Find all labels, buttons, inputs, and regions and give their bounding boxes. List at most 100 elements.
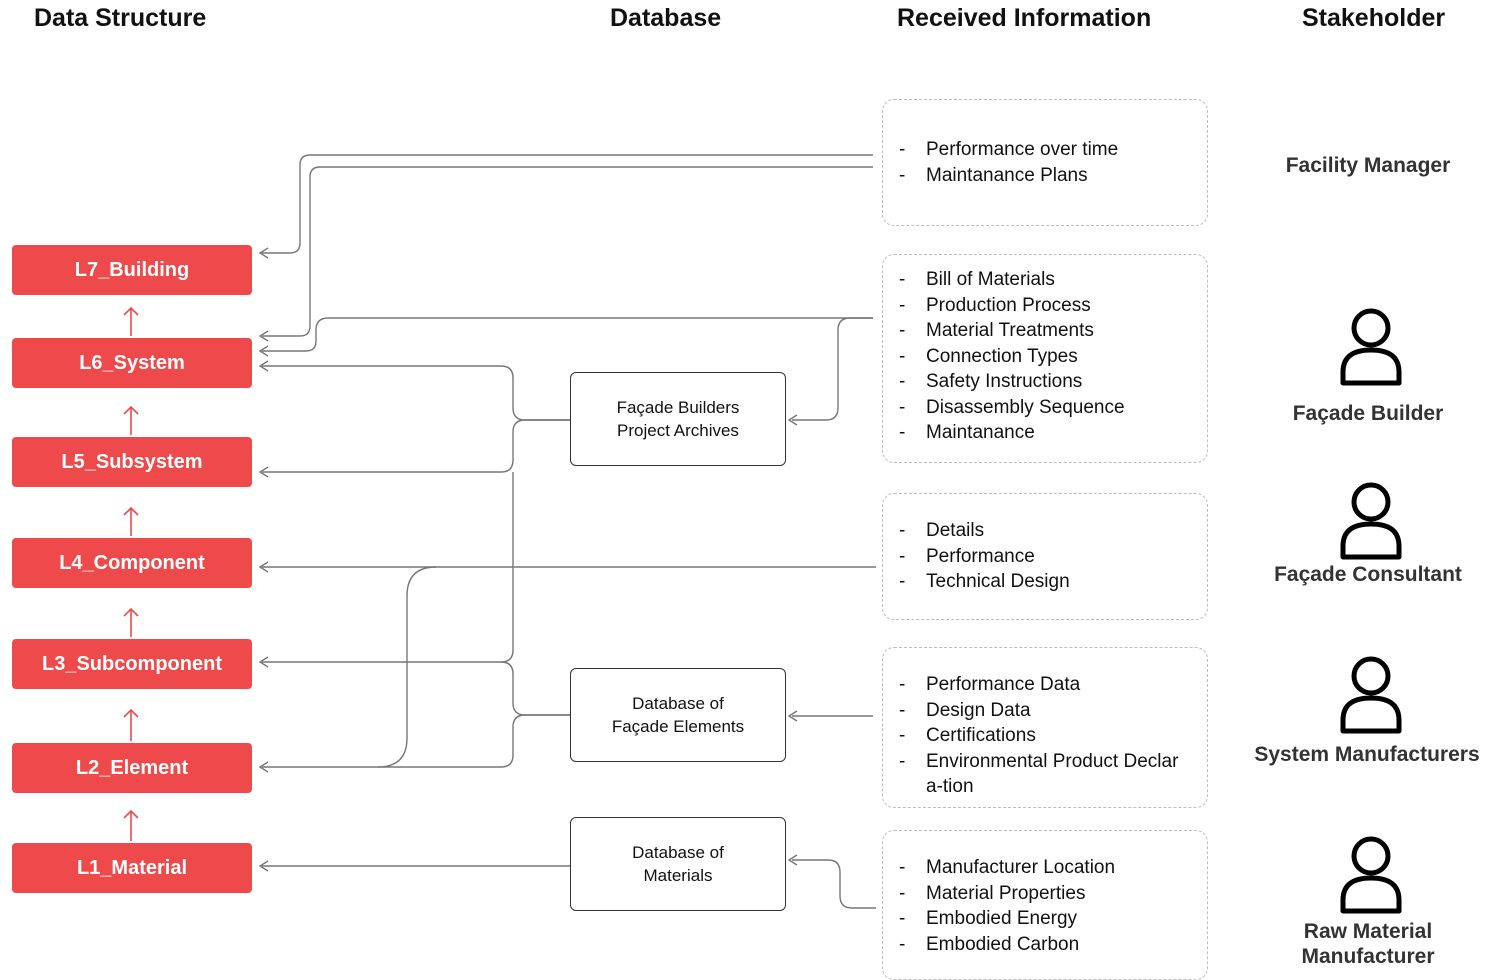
level-l5-subsystem: L5_Subsystem — [12, 437, 252, 487]
info-box-system-manufacturers: Performance Data Design Data Certificati… — [882, 647, 1208, 808]
database-label-line: Database of — [632, 694, 724, 713]
info-list: Details Performance Technical Design — [899, 518, 1203, 595]
person-outline-icon — [1340, 836, 1402, 914]
info-item: Maintanance Plans — [899, 163, 1203, 189]
level-l4-component: L4_Component — [12, 538, 252, 588]
stakeholder-facility-manager: Facility Manager — [1285, 154, 1451, 177]
arrow-head-icon — [258, 247, 269, 259]
database-label-line: Façade Builders — [616, 398, 740, 417]
stakeholder-facade-builder: Façade Builder — [1292, 402, 1444, 425]
arrow-head-icon — [258, 345, 269, 357]
arrow-head-icon — [258, 360, 269, 372]
stakeholder-raw-material-manufacturer: Raw Material Manufacturer — [1268, 919, 1468, 969]
arrow-head-icon — [787, 710, 798, 722]
arrow-head-icon — [258, 330, 269, 342]
info-list: Performance Data Design Data Certificati… — [899, 672, 1203, 800]
header-stakeholder: Stakeholder — [1302, 4, 1446, 32]
info-box-facade-consultant: Details Performance Technical Design — [882, 493, 1208, 620]
database-facade-builders-archives: Façade Builders Project Archives — [570, 372, 786, 466]
info-item: Material Treatments — [899, 318, 1203, 344]
person-outline-icon — [1340, 482, 1402, 560]
level-arrow-icon — [123, 306, 139, 336]
info-item: Design Data — [899, 698, 1203, 724]
info-item: Technical Design — [899, 569, 1203, 595]
level-arrow-icon — [123, 607, 139, 637]
connector-performance-to-building — [262, 154, 873, 254]
person-outline-icon — [1340, 656, 1402, 734]
info-item: Safety Instructions — [899, 369, 1203, 395]
info-item: Details — [899, 518, 1203, 544]
info-item: Disassembly Sequence — [899, 395, 1203, 421]
person-outline-icon — [1340, 308, 1402, 386]
info-item: Environmental Product Declara-tion — [899, 749, 1181, 800]
info-item: Maintanance — [899, 420, 1203, 446]
info-item: Bill of Materials — [899, 267, 1203, 293]
connector-group — [262, 154, 876, 909]
connector-builder-info-to-archive — [792, 317, 873, 421]
info-box-facade-builder: Bill of Materials Production Process Mat… — [882, 254, 1208, 463]
level-l1-material: L1_Material — [12, 843, 252, 893]
info-item: Production Process — [899, 293, 1203, 319]
level-label: L2_Element — [75, 756, 189, 779]
connector-consultant-to-element — [262, 566, 437, 768]
info-item: Material Properties — [899, 881, 1203, 907]
info-list: Bill of Materials Production Process Mat… — [899, 267, 1203, 446]
arrow-head-icon — [258, 656, 269, 668]
database-label-line: Database of — [632, 843, 724, 862]
info-item: Certifications — [899, 723, 1203, 749]
arrow-head-icon — [258, 466, 269, 478]
database-facade-elements: Database of Façade Elements — [570, 668, 786, 762]
arrow-head-icon — [787, 854, 798, 866]
level-arrow-icon — [123, 405, 139, 435]
info-list: Manufacturer Location Material Propertie… — [899, 855, 1203, 957]
info-list: Performance over time Maintanance Plans — [899, 137, 1203, 188]
level-label: L4_Component — [59, 551, 205, 574]
arrow-head-icon — [258, 761, 269, 773]
info-item: Manufacturer Location — [899, 855, 1203, 881]
info-item: Embodied Energy — [899, 906, 1203, 932]
level-label: L3_Subcomponent — [41, 652, 222, 675]
level-l7-building: L7_Building — [12, 245, 252, 295]
level-arrow-icon — [123, 809, 139, 841]
header-received-information: Received Information — [897, 4, 1152, 32]
stakeholder-label-line: Manufacturer — [1301, 945, 1435, 968]
info-item: Performance over time — [899, 137, 1203, 163]
level-label: L6_System — [79, 351, 185, 374]
connector-maintenance-to-system — [262, 166, 873, 337]
info-box-raw-material: Manufacturer Location Material Propertie… — [882, 830, 1208, 980]
info-box-facility-manager: Performance over time Maintanance Plans — [882, 99, 1208, 226]
header-database: Database — [610, 4, 722, 32]
stakeholder-facade-consultant: Façade Consultant — [1274, 563, 1462, 586]
level-arrow-icon — [123, 506, 139, 536]
database-label-line: Project Archives — [617, 421, 739, 440]
level-l2-element: L2_Element — [12, 743, 252, 793]
arrow-head-icon — [258, 561, 269, 573]
database-label-line: Façade Elements — [611, 717, 745, 736]
arrow-head-icon — [258, 860, 269, 872]
connector-archive-to-subsystem — [262, 419, 570, 473]
level-label: L1_Material — [76, 856, 188, 879]
connector-raw-info-to-materials — [792, 859, 876, 909]
level-label: L5_Subsystem — [61, 450, 203, 473]
level-l6-system: L6_System — [12, 338, 252, 388]
connector-elements-to-subcomponent — [500, 661, 570, 716]
level-l3-subcomponent: L3_Subcomponent — [12, 639, 252, 689]
header-data-structure: Data Structure — [34, 4, 207, 32]
arrow-head-icon — [787, 414, 798, 426]
info-item: Performance — [899, 544, 1203, 570]
connector-archive-to-system — [262, 365, 570, 421]
level-arrows — [123, 306, 139, 841]
info-item: Embodied Carbon — [899, 932, 1203, 958]
info-item: Performance Data — [899, 672, 1203, 698]
connector-builder-info-to-system — [262, 317, 873, 352]
level-arrow-icon — [123, 708, 139, 741]
level-label: L7_Building — [74, 258, 190, 281]
database-label-line: Materials — [643, 866, 713, 885]
connector-elements-to-element — [378, 714, 570, 768]
database-materials: Database of Materials — [570, 817, 786, 911]
stakeholder-label-line: Raw Material — [1303, 920, 1433, 943]
arrow-heads — [258, 247, 798, 872]
stakeholder-system-manufacturers: System Manufacturers — [1254, 743, 1480, 766]
info-item: Connection Types — [899, 344, 1203, 370]
